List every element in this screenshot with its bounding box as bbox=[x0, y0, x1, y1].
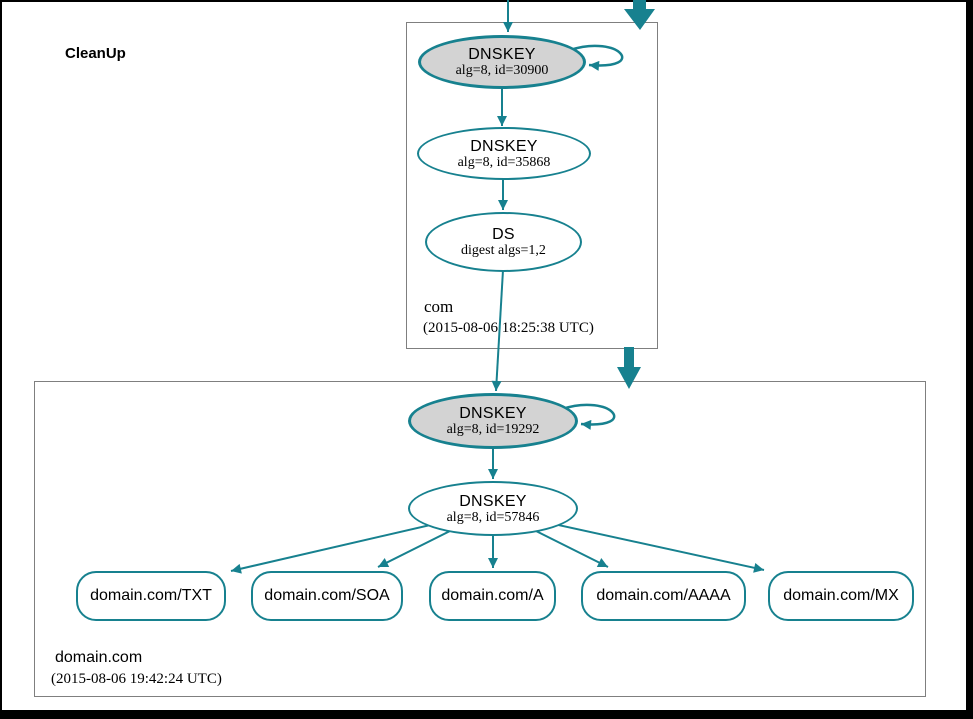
ds-node-com: DS digest algs=1,2 bbox=[425, 212, 582, 272]
dnskey-node-ksk-com: DNSKEY alg=8, id=30900 bbox=[418, 35, 586, 89]
rrset-box-mx: domain.com/MX bbox=[768, 571, 914, 621]
rrset-box-a: domain.com/A bbox=[429, 571, 556, 621]
ds-sublabel: digest algs=1,2 bbox=[461, 243, 546, 258]
dnskey-node-zsk-domain: DNSKEY alg=8, id=57846 bbox=[408, 481, 578, 536]
rrset-box-soa: domain.com/SOA bbox=[251, 571, 403, 621]
zone-timestamp-domain-com: (2015-08-06 19:42:24 UTC) bbox=[51, 671, 222, 687]
dnskey-sublabel: alg=8, id=35868 bbox=[457, 154, 551, 170]
ds-label: DS bbox=[492, 226, 515, 243]
dnskey-label: DNSKEY bbox=[470, 137, 538, 155]
zone-name-domain-com: domain.com bbox=[55, 649, 143, 666]
dnskey-node-zsk-com: DNSKEY alg=8, id=35868 bbox=[417, 127, 591, 180]
zone-timestamp-com: (2015-08-06 18:25:38 UTC) bbox=[423, 320, 594, 336]
dnskey-node-ksk-domain: DNSKEY alg=8, id=19292 bbox=[408, 393, 578, 449]
dnskey-label: DNSKEY bbox=[468, 46, 536, 63]
dnskey-sublabel: alg=8, id=57846 bbox=[446, 509, 540, 525]
dnskey-sublabel: alg=8, id=30900 bbox=[455, 63, 549, 78]
rrset-box-txt: domain.com/TXT bbox=[76, 571, 226, 621]
cleanup-label: CleanUp bbox=[65, 45, 126, 62]
dnskey-label: DNSKEY bbox=[459, 405, 527, 422]
dnskey-sublabel: alg=8, id=19292 bbox=[446, 422, 540, 437]
dnskey-label: DNSKEY bbox=[459, 492, 527, 510]
zone-name-com: com bbox=[424, 297, 454, 316]
rrset-box-aaaa: domain.com/AAAA bbox=[581, 571, 746, 621]
